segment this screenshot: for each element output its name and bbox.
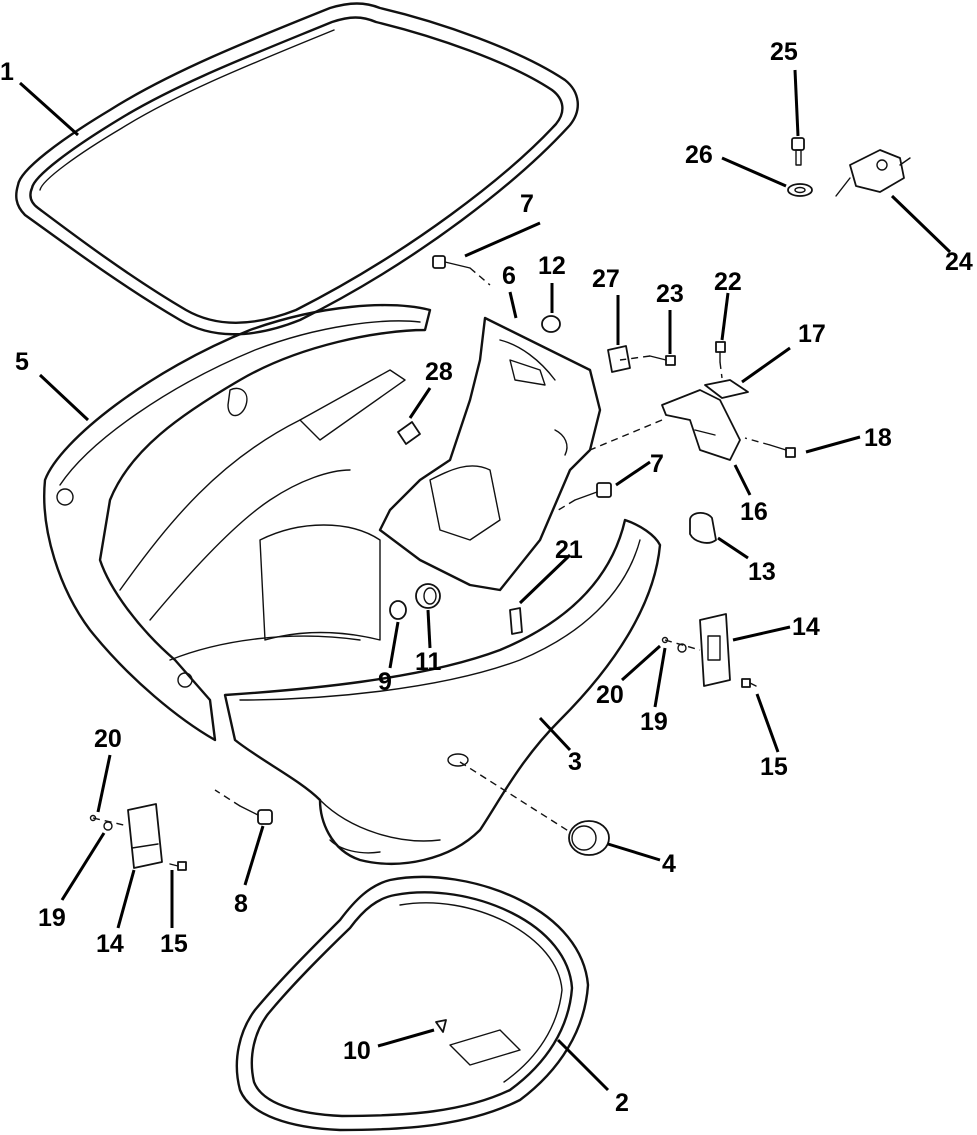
part-2-bottom-seal: [235, 875, 590, 1132]
callout-6: 6: [502, 262, 516, 290]
part-15-screw-left: [169, 861, 187, 871]
callout-19-left: 19: [38, 904, 66, 932]
part-5-upper-cowl: [43, 304, 432, 742]
callout-27: 27: [592, 265, 620, 293]
part-6-inner-liner: [378, 316, 602, 592]
part-1-top-seal: [15, 2, 579, 336]
callout-25: 25: [770, 38, 798, 66]
part-14-latch-left: [127, 803, 163, 869]
callout-22: 22: [714, 268, 742, 296]
callout-15-right: 15: [760, 753, 788, 781]
callout-17: 17: [798, 320, 826, 348]
callout-11: 11: [415, 648, 442, 676]
part-17-bracket: [704, 379, 749, 399]
callout-7-upper: 7: [520, 190, 534, 218]
part-22-screw: [715, 341, 726, 363]
part-16-latch: [661, 389, 741, 461]
callout-1: 1: [0, 58, 14, 86]
part-8-bolt: [239, 805, 273, 825]
part-27-pad: [607, 345, 631, 373]
callout-7-middle: 7: [650, 450, 664, 478]
part-25-screw: [791, 137, 805, 166]
callout-24: 24: [945, 248, 973, 276]
part-7-screw-upper: [432, 255, 471, 269]
callout-20-left: 20: [94, 725, 122, 753]
callout-20-right: 20: [596, 681, 624, 709]
part-15-screw-right: [741, 678, 757, 688]
part-3-lower-cowl: [223, 518, 662, 865]
part-26-washer: [787, 183, 813, 197]
callout-26: 26: [685, 141, 713, 169]
callout-21: 21: [555, 536, 583, 564]
callout-28: 28: [425, 358, 453, 386]
callout-labels: 1 2 3 4 5 6 7 7 8 9 10 11 12 13 14 14 15…: [0, 38, 973, 1117]
part-24-fitting: [835, 149, 911, 197]
part-23-screw: [649, 355, 676, 366]
part-28-grommet: [397, 421, 421, 445]
callout-10: 10: [343, 1037, 371, 1065]
callout-13: 13: [748, 558, 776, 586]
callout-8: 8: [234, 890, 248, 918]
part-7-screw-middle: [574, 482, 612, 501]
part-18-screw: [769, 444, 796, 458]
callout-19-right: 19: [640, 708, 668, 736]
part-21-clip: [509, 607, 523, 635]
callout-23: 23: [656, 280, 684, 308]
part-12-grommet: [541, 315, 561, 333]
part-14-latch-right: [699, 613, 731, 687]
leader-lines: [18, 69, 952, 1092]
callout-9: 9: [378, 668, 392, 696]
callout-16: 16: [740, 498, 768, 526]
callout-3: 3: [568, 748, 582, 776]
part-10-screw: [435, 1019, 447, 1033]
part-9-bushing: [389, 600, 407, 620]
part-13-plate: [689, 512, 717, 544]
part-11-grommet: [415, 583, 441, 609]
callout-12: 12: [538, 252, 566, 280]
callout-14-right: 14: [792, 613, 820, 641]
callout-18: 18: [864, 424, 892, 452]
part-19-washer-right: [677, 643, 687, 653]
callout-2: 2: [615, 1089, 629, 1117]
callout-15-left: 15: [160, 930, 188, 958]
callout-5: 5: [15, 348, 29, 376]
assembly-guide-lines: [92, 267, 771, 833]
part-4-plug: [568, 820, 610, 856]
callout-4: 4: [662, 850, 676, 878]
part-19-washer-left: [103, 821, 113, 831]
callout-14-left: 14: [96, 930, 124, 958]
